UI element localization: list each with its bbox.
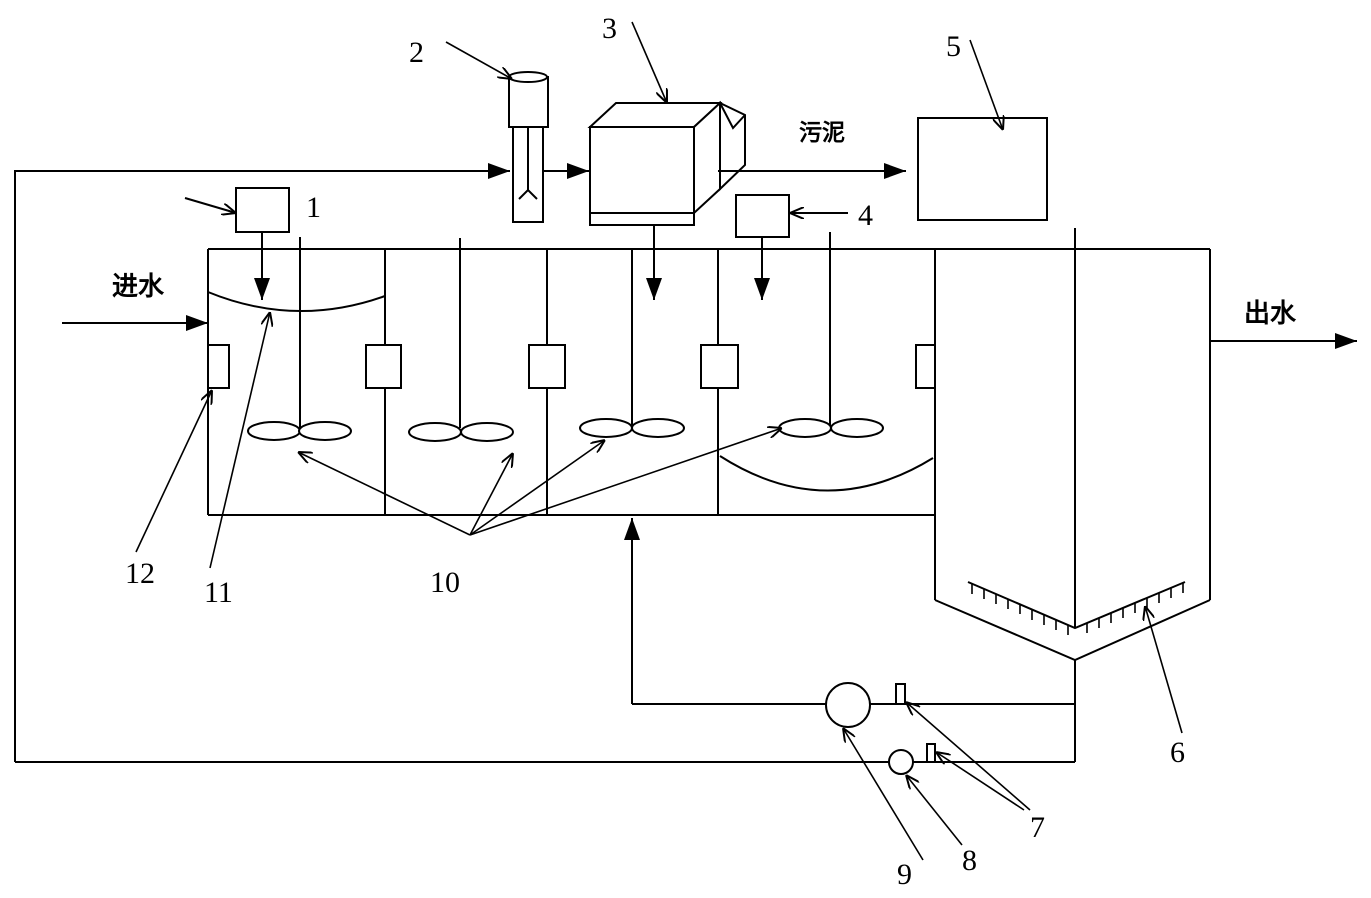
sludge-tank-5: [917, 117, 1048, 221]
part-number-10: 10: [430, 566, 460, 599]
part-numbers: 1 2 3 4 5 6 7 8 9 10 11 12: [125, 12, 1185, 891]
leader-lines: [135, 21, 1183, 861]
agitator-4: [778, 232, 884, 438]
device-2-nozzle: [518, 188, 538, 200]
part-number-11: 11: [204, 576, 233, 609]
outlet-label: 出水: [1244, 299, 1297, 329]
leader-3: [631, 21, 667, 103]
dosing-box-4: [735, 194, 790, 238]
wall-opening-1: [365, 344, 402, 389]
device-2: [508, 71, 549, 223]
compartment-4-curve: [719, 455, 934, 492]
leader-10a: [298, 452, 471, 536]
device-3: [587, 100, 746, 300]
leader-7a: [906, 702, 1031, 811]
dosing-box-1: [235, 187, 290, 233]
impeller-blade: [298, 421, 352, 441]
agitator-3: [579, 249, 685, 438]
device-3-outlet-slot: [719, 101, 746, 192]
pump-9: [825, 682, 871, 728]
part-number-7: 7: [1030, 811, 1045, 844]
part-number-5: 5: [946, 30, 961, 63]
wall-opening-inlet: [207, 344, 230, 389]
dosing-unit-1: [184, 187, 290, 300]
impeller-blade: [830, 418, 884, 438]
valve-7-upper: [895, 683, 906, 705]
settling-tank-hopper: [934, 599, 1211, 662]
wall-openings: [207, 344, 936, 389]
device-3-base: [589, 212, 695, 226]
inlet-label: 进水: [112, 272, 165, 302]
part-number-12: 12: [125, 557, 155, 590]
leader-12: [135, 390, 212, 553]
impeller-blade: [579, 418, 633, 438]
sludge-scraper: [967, 581, 1186, 630]
leader-7b: [936, 752, 1025, 811]
wall-opening-3: [700, 344, 739, 389]
compartment-1-membrane-curve: [207, 291, 386, 312]
dosing-unit-4: [735, 194, 848, 300]
part-number-1: 1: [306, 191, 321, 224]
impeller-blade: [631, 418, 685, 438]
leader-10c: [469, 440, 605, 536]
impeller-blade: [460, 422, 514, 442]
agitator-1: [247, 237, 352, 441]
part-number-2: 2: [409, 36, 424, 69]
part-number-6: 6: [1170, 736, 1185, 769]
impeller-blade: [247, 421, 301, 441]
leader-6: [1145, 606, 1183, 734]
device-3-slot-notch: [719, 102, 746, 130]
leader-10d: [469, 428, 782, 536]
part-number-4: 4: [858, 199, 873, 232]
device-3-front: [589, 126, 695, 214]
wall-opening-4: [915, 344, 936, 389]
dosing-feed-arrow-1: [184, 197, 236, 213]
leader-11: [209, 312, 270, 569]
part-number-8: 8: [962, 844, 977, 877]
pump-8: [888, 749, 914, 775]
wall-opening-2: [528, 344, 566, 389]
leader-9: [843, 728, 924, 861]
device-2-cylinder: [508, 76, 549, 128]
sludge-label: 污泥: [799, 120, 845, 146]
valve-7-lower: [926, 743, 936, 763]
part-number-3: 3: [602, 12, 617, 45]
leader-10b: [469, 453, 513, 536]
part-number-9: 9: [897, 858, 912, 891]
settling-tank: [934, 228, 1211, 662]
device-2-cap: [508, 71, 548, 83]
sludge-scraper-ticks: [971, 583, 1184, 635]
agitator-2: [408, 238, 514, 442]
leader-2: [445, 41, 512, 79]
leader-5: [969, 39, 1003, 130]
impeller-blade: [778, 418, 832, 438]
impeller-blade: [408, 422, 462, 442]
leader-8: [906, 775, 963, 846]
